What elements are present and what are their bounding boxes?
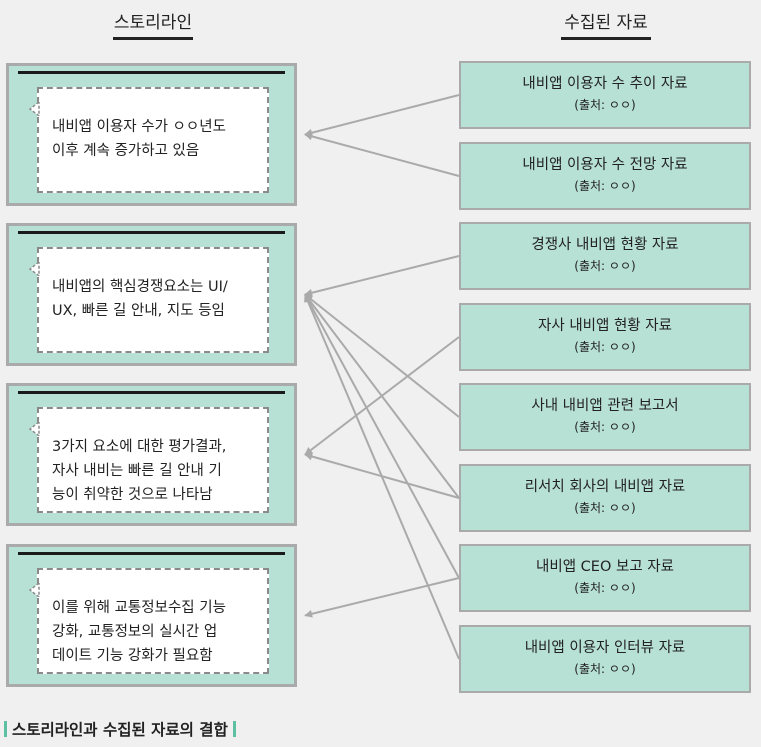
speech-bubble-notch: [29, 102, 40, 116]
storyline-box: 내비앱의 핵심경쟁요소는 UI/UX, 빠른 길 안내, 지도 등임: [6, 223, 297, 366]
source-box: 내비앱 CEO 보고 자료 (출처: ㅇㅇ): [459, 544, 751, 612]
source-box: 사내 내비앱 관련 보고서 (출처: ㅇㅇ): [459, 383, 751, 451]
source-citation: (출처: ㅇㅇ): [574, 420, 636, 434]
storyline-text-line: 강화, 교통정보의 실시간 업: [52, 624, 218, 640]
storyline-text-line: 3가지 요소에 대한 평가결과,: [52, 439, 227, 455]
source-citation: (출처: ㅇㅇ): [574, 340, 636, 354]
source-title: 자사 내비앱 현황 자료: [538, 318, 672, 334]
storyline-speech-card: 내비앱의 핵심경쟁요소는 UI/UX, 빠른 길 안내, 지도 등임: [37, 247, 269, 353]
source-title: 경쟁사 내비앱 현황 자료: [531, 237, 679, 253]
source-title: 내비앱 CEO 보고 자료: [536, 559, 674, 575]
source-title: 내비앱 이용자 수 추이 자료: [522, 76, 688, 92]
source-box: 리서치 회사의 내비앱 자료 (출처: ㅇㅇ): [459, 464, 751, 532]
connector-arrow: [304, 255, 460, 297]
source-box: 자사 내비앱 현황 자료 (출처: ㅇㅇ): [459, 303, 751, 371]
storyline-text-line: 내비앱 이용자 수가 ㅇㅇ년도: [52, 119, 226, 135]
source-title: 내비앱 이용자 수 전망 자료: [522, 157, 688, 173]
source-citation: (출처: ㅇㅇ): [574, 259, 636, 273]
source-citation: (출처: ㅇㅇ): [574, 662, 636, 676]
connector-arrow: [304, 132, 460, 177]
source-title: 내비앱 이용자 인터뷰 자료: [524, 640, 686, 656]
storyline-column-header: 스토리라인: [113, 8, 193, 40]
storyline-text-line: 내비앱의 핵심경쟁요소는 UI/: [52, 279, 228, 295]
connector-arrow: [304, 293, 460, 499]
source-box: 내비앱 이용자 수 전망 자료 (출처: ㅇㅇ): [459, 142, 751, 210]
connector-arrow: [304, 94, 460, 137]
caption-bar-right: [232, 721, 236, 737]
storyline-text-line: UX, 빠른 길 안내, 지도 등임: [52, 303, 225, 319]
figure-caption: 스토리라인과 수집된 자료의 결합: [4, 718, 236, 740]
connector-arrow: [304, 293, 460, 579]
storyline-text-line: 자사 내비는 빠른 길 안내 기: [52, 463, 222, 479]
source-title: 사내 내비앱 관련 보고서: [531, 398, 679, 414]
storyline-title-bar: [18, 231, 285, 234]
source-citation: (출처: ㅇㅇ): [574, 179, 636, 193]
storyline-text-line: 이후 계속 증가하고 있음: [52, 143, 200, 159]
storyline-title-bar: [18, 391, 285, 394]
source-title: 리서치 회사의 내비앱 자료: [524, 479, 686, 495]
storyline-title-bar: [18, 71, 285, 74]
connector-arrow: [304, 577, 460, 618]
source-citation: (출처: ㅇㅇ): [574, 501, 636, 515]
storyline-text-line: 능이 취약한 것으로 나타남: [52, 487, 213, 503]
storyline-text-line: 데이트 기능 강화가 필요함: [52, 648, 213, 664]
speech-bubble-notch: [29, 583, 40, 597]
source-citation: (출처: ㅇㅇ): [574, 581, 636, 595]
connector-arrow: [304, 293, 460, 418]
source-citation: (출처: ㅇㅇ): [574, 98, 636, 112]
source-box: 내비앱 이용자 수 추이 자료 (출처: ㅇㅇ): [459, 61, 751, 129]
connector-arrow: [304, 293, 460, 660]
sources-column-header: 수집된 자료: [561, 8, 651, 40]
storyline-text-line: 이를 위해 교통정보수집 기능: [52, 600, 226, 616]
caption-text: 스토리라인과 수집된 자료의 결합: [12, 721, 228, 739]
speech-bubble-notch: [29, 262, 40, 276]
source-box: 내비앱 이용자 인터뷰 자료 (출처: ㅇㅇ): [459, 625, 751, 693]
storyline-title-bar: [18, 552, 285, 555]
caption-bar-left: [4, 721, 7, 737]
source-box: 경쟁사 내비앱 현황 자료 (출처: ㅇㅇ): [459, 222, 751, 290]
speech-bubble-notch: [29, 422, 40, 436]
